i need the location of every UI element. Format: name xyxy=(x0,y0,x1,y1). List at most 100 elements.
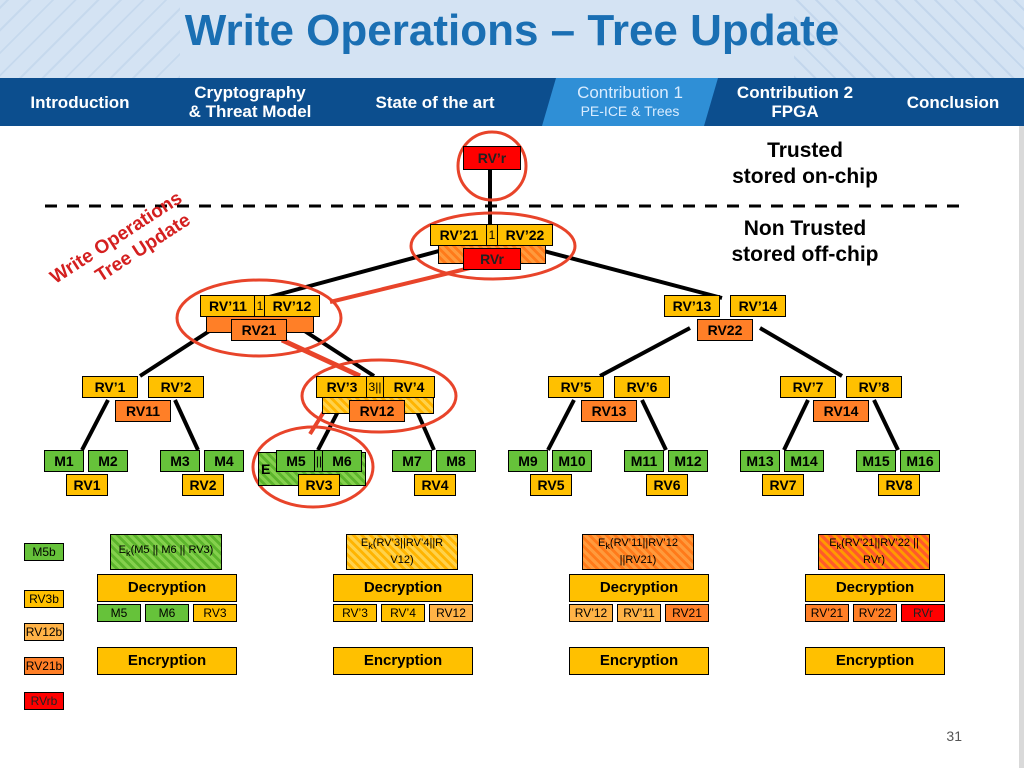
nav-label: PE-ICE & Trees xyxy=(580,103,680,119)
decryption-block: Decryption xyxy=(97,574,237,602)
banner-decoration-left xyxy=(0,0,180,78)
leaf-node: RV2 xyxy=(182,474,224,496)
encrypted-block: Ek(RV’11||RV’12 ||RV21) xyxy=(582,534,694,570)
nav-contribution-1[interactable]: Contribution 1 PE-ICE & Trees xyxy=(552,78,708,126)
note-line: stored on-chip xyxy=(732,165,878,188)
tree-node: RV’22 xyxy=(497,224,553,246)
enc-prefix: E xyxy=(829,537,837,550)
leaf-node: RV4 xyxy=(414,474,456,496)
leaf-node: M13 xyxy=(740,450,780,472)
edge xyxy=(298,326,376,378)
leaf-node: RV6 xyxy=(646,474,688,496)
leaf-node: M14 xyxy=(784,450,824,472)
tree-node: RV’3 xyxy=(316,376,368,398)
enc-text: (RV’11||RV’12 ||RV21) xyxy=(609,537,678,566)
decryption-block: Decryption xyxy=(805,574,945,602)
leaf-node: M6 xyxy=(322,450,362,472)
leaf-node: M10 xyxy=(552,450,592,472)
legend-item: RV12b xyxy=(24,623,64,641)
highlight-circle xyxy=(175,278,343,358)
enc-prefix: E xyxy=(360,537,369,550)
decryption-block: Decryption xyxy=(333,574,473,602)
output-item: RV’4 xyxy=(381,604,425,622)
edge xyxy=(872,399,900,451)
legend-item: RVrb xyxy=(24,692,64,710)
leaf-node-hidden: E xyxy=(261,461,271,477)
nav-label: Contribution 2 xyxy=(736,83,854,102)
tree-node: RV14 xyxy=(813,400,869,422)
tree-node: RV’4 xyxy=(383,376,435,398)
encryption-block: Encryption xyxy=(805,647,945,675)
leaf-node: M3 xyxy=(160,450,200,472)
tree-node: RV’2 xyxy=(148,376,204,398)
encrypted-block: Ek(M5 || M6 || RV3) xyxy=(110,534,222,570)
note-line: Non Trusted xyxy=(743,217,867,240)
output-item: RV21 xyxy=(665,604,709,622)
leaf-node: M16 xyxy=(900,450,940,472)
tree-node: RV’5 xyxy=(548,376,604,398)
leaf-node: M7 xyxy=(392,450,432,472)
output-item: RV12 xyxy=(429,604,473,622)
tree-node: RV’14 xyxy=(730,295,786,317)
enc-key: k xyxy=(836,541,842,552)
tree-node: RV’8 xyxy=(846,376,902,398)
nav-state-of-art[interactable]: State of the art xyxy=(355,78,515,126)
leaf-node: RV5 xyxy=(530,474,572,496)
output-item: RV’11 xyxy=(617,604,661,622)
tree-node: RV13 xyxy=(581,400,637,422)
output-item: RV’22 xyxy=(853,604,897,622)
encryption-block: Encryption xyxy=(569,647,709,675)
tree-node-root: RV’r xyxy=(463,146,521,170)
update-path-edge xyxy=(280,337,362,379)
tree-node: RV’6 xyxy=(614,376,670,398)
tree-node-hidden: 3|| xyxy=(366,376,384,398)
tree-node: RV’13 xyxy=(664,295,720,317)
right-edge-rule xyxy=(1019,126,1024,768)
nav-label: Conclusion xyxy=(906,92,1000,112)
output-item: RV’21 xyxy=(805,604,849,622)
tree-node: RV’7 xyxy=(780,376,836,398)
legend-item: M5b xyxy=(24,543,64,561)
enc-prefix: E xyxy=(597,537,606,550)
nav-label: Contribution 1 xyxy=(577,83,683,102)
encrypted-block: Ek(RV’21||RV’22 || RVr) xyxy=(818,534,930,570)
nav-cryptography[interactable]: Cryptography & Threat Model xyxy=(160,78,340,126)
edge xyxy=(80,399,110,451)
edge xyxy=(599,326,691,378)
highlight-circle xyxy=(300,358,458,434)
output-item: RV3 xyxy=(193,604,237,622)
section-nav-bar xyxy=(0,78,1024,126)
decryption-block: Decryption xyxy=(569,574,709,602)
edge xyxy=(539,248,723,300)
leaf-node: M12 xyxy=(668,450,708,472)
leaf-node: RV7 xyxy=(762,474,804,496)
leaf-node: RV8 xyxy=(878,474,920,496)
enc-text: (RV’3||RV’4||R V12) xyxy=(372,537,444,566)
edge xyxy=(546,399,576,451)
untrusted-label: Non Trusted stored off-chip xyxy=(700,216,910,268)
legend-item: RV21b xyxy=(24,657,64,675)
highlight-circle xyxy=(251,425,375,509)
enc-key: k xyxy=(605,541,610,552)
leaf-node: M8 xyxy=(436,450,476,472)
nav-active-highlight xyxy=(542,78,718,126)
nav-label: State of the art xyxy=(375,92,495,112)
encryption-block: Encryption xyxy=(97,647,237,675)
enc-text: (RV’21||RV’22 || RVr) xyxy=(841,537,919,566)
edge xyxy=(173,399,200,451)
page-number: 31 xyxy=(946,728,962,744)
tree-node: RV’11 xyxy=(200,295,256,317)
output-item: RVr xyxy=(901,604,945,622)
nav-label: Introduction xyxy=(30,92,130,112)
nav-label: FPGA xyxy=(771,102,819,121)
legend-item: RV3b xyxy=(24,590,64,608)
enc-text: (M5 || M6 || RV3) xyxy=(130,543,214,556)
tree-node: RV12 xyxy=(349,400,405,422)
nav-conclusion[interactable]: Conclusion xyxy=(888,78,1018,126)
tree-node: RVr xyxy=(463,248,521,270)
leaf-node: M11 xyxy=(624,450,664,472)
nav-introduction[interactable]: Introduction xyxy=(10,78,150,126)
highlight-circle xyxy=(456,130,528,202)
nav-contribution-2[interactable]: Contribution 2 FPGA xyxy=(720,78,870,126)
note-line: stored off-chip xyxy=(731,243,879,266)
